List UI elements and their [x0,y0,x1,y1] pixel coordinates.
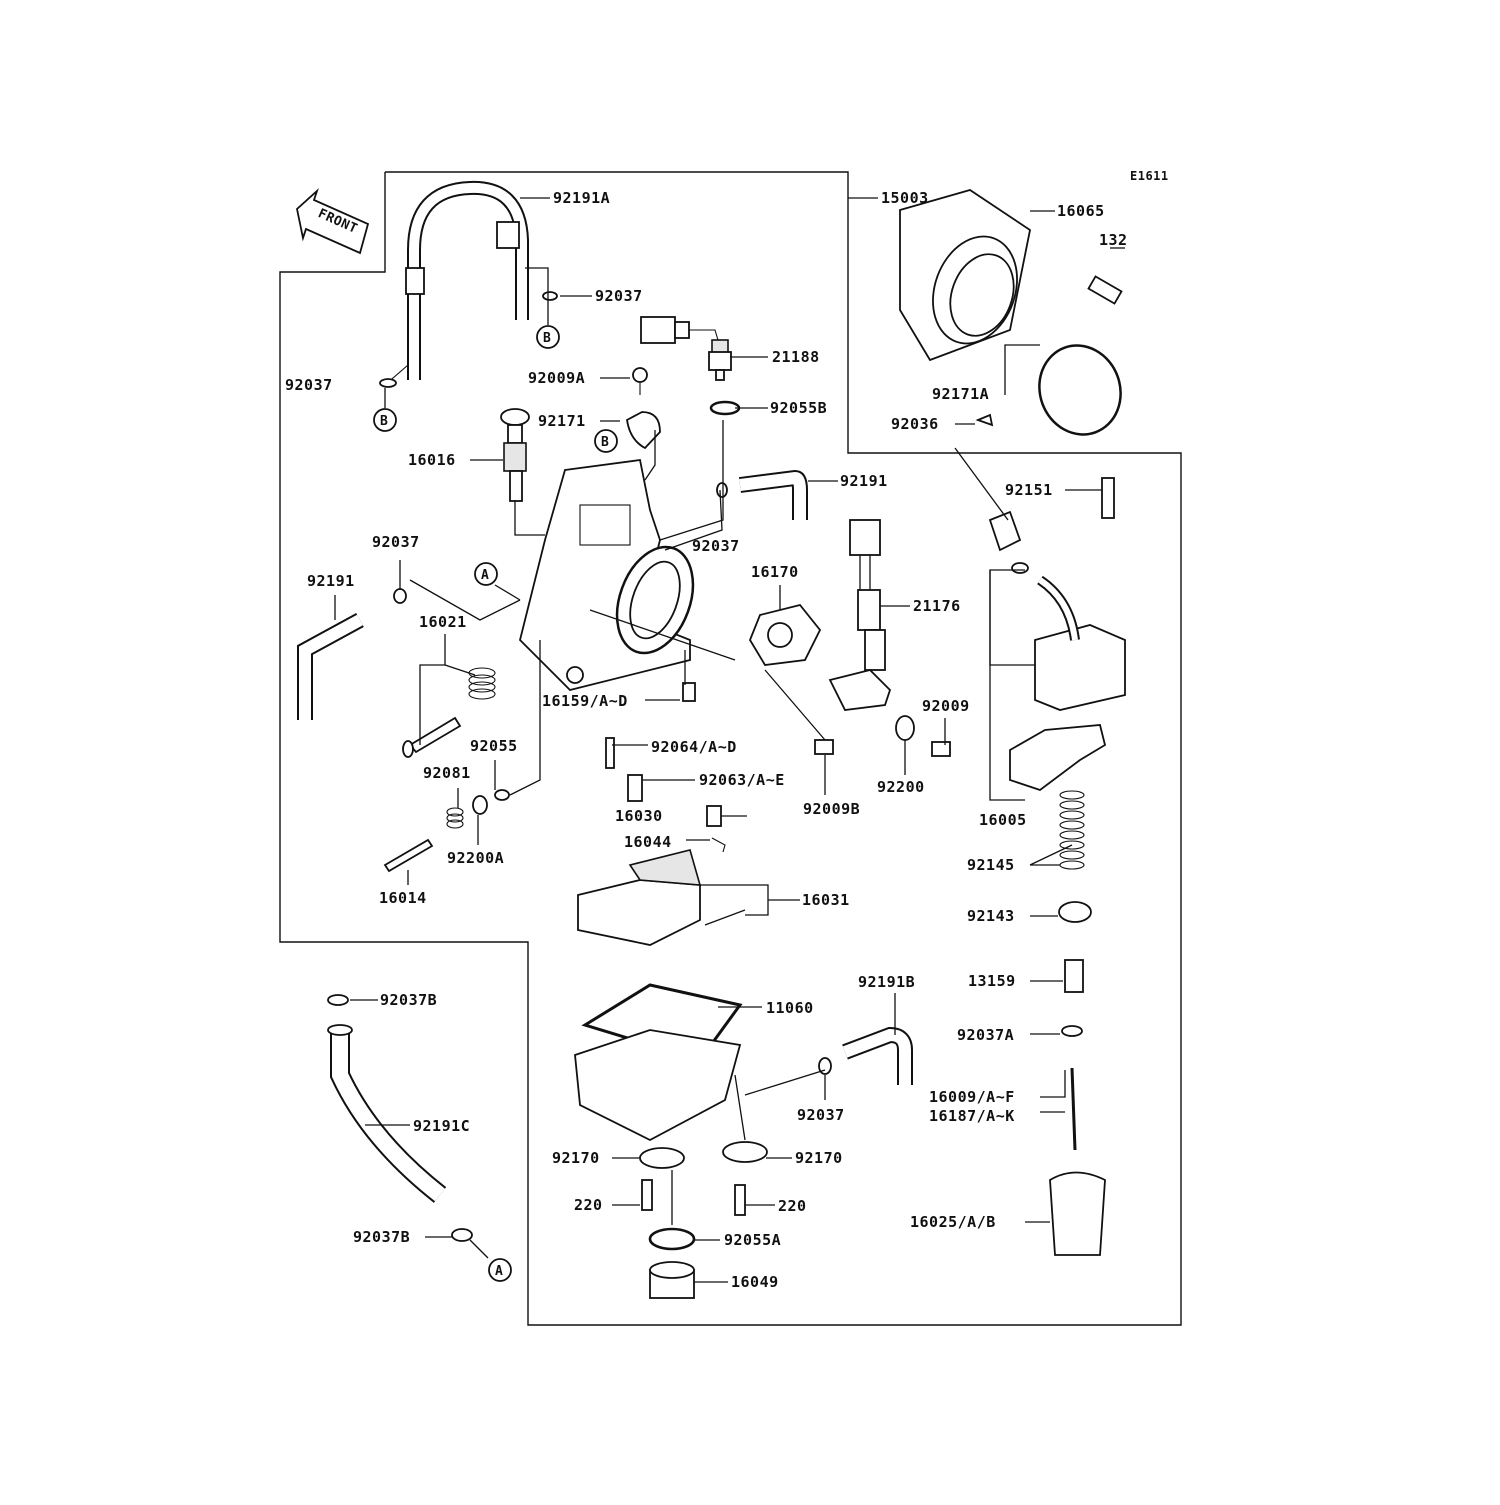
callout-16025: 16025/A/B [910,1213,996,1231]
callout-92191a: 92191A [553,189,610,207]
callout-92063: 92063/A~E [699,771,785,789]
callout-92064: 92064/A~D [651,738,737,756]
callout-16016: 16016 [408,451,456,469]
callout-92055a: 92055A [724,1231,781,1249]
callout-92037-c: 92037 [372,533,420,551]
callout-16065: 16065 [1057,202,1105,220]
callout-16005: 16005 [979,811,1027,829]
ref-marker-b-2: B [373,408,397,432]
callout-92081: 92081 [423,764,471,782]
callout-220-b: 220 [778,1197,807,1215]
ref-marker-b-3: B [594,429,618,453]
callout-16049: 16049 [731,1273,779,1291]
callout-220-a: 220 [574,1196,603,1214]
callout-92191c: 92191C [413,1117,470,1135]
callout-92009: 92009 [922,697,970,715]
callout-16030: 16030 [615,807,663,825]
callout-92200: 92200 [877,778,925,796]
leader-lines [334,197,1125,1283]
callout-92037b-b: 92037B [353,1228,410,1246]
svg-text:B: B [543,331,551,346]
callout-92191b: 92191B [858,973,915,991]
callout-16187: 16187/A~K [929,1107,1015,1125]
callout-16009: 16009/A~F [929,1088,1015,1106]
callout-15003: 15003 [881,189,929,207]
svg-text:B: B [601,435,609,450]
callout-132: 132 [1099,231,1128,249]
callout-92037b-a: 92037B [380,991,437,1009]
ref-marker-b-1: B [536,325,560,349]
callout-16044: 16044 [624,833,672,851]
callout-92055: 92055 [470,737,518,755]
callout-16170: 16170 [751,563,799,581]
callout-92170-a: 92170 [552,1149,600,1167]
svg-text:A: A [495,1264,503,1279]
diagram-code: E1611 [1130,169,1169,183]
callout-92037-e: 92037 [797,1106,845,1124]
front-arrow-icon: FRONT [296,188,370,255]
callout-16014: 16014 [379,889,427,907]
callout-16159: 16159/A~D [542,692,628,710]
callout-92200a: 92200A [447,849,504,867]
callout-21176: 21176 [913,597,961,615]
svg-text:A: A [481,568,489,583]
callout-92191-a: 92191 [840,472,888,490]
callout-92037-d: 92037 [692,537,740,555]
diagram-frame [279,171,1182,1326]
callout-11060: 11060 [766,999,814,1017]
callout-92037-b: 92037 [285,376,333,394]
callout-labels: 92191A 15003 16065 132 92037 21188 92037… [285,189,1128,1291]
callout-92036: 92036 [891,415,939,433]
callout-92170-b: 92170 [795,1149,843,1167]
callout-92143: 92143 [967,907,1015,925]
callout-92009b: 92009B [803,800,860,818]
callout-92037a: 92037A [957,1026,1014,1044]
callout-92171: 92171 [538,412,586,430]
callout-13159: 13159 [968,972,1016,990]
callout-92037-a: 92037 [595,287,643,305]
callout-92151: 92151 [1005,481,1053,499]
svg-text:B: B [380,414,388,429]
callout-16031: 16031 [802,891,850,909]
callout-92191-b: 92191 [307,572,355,590]
callout-92055b: 92055B [770,399,827,417]
callout-92009a: 92009A [528,369,585,387]
callout-92145: 92145 [967,856,1015,874]
callout-16021: 16021 [419,613,467,631]
ref-marker-a-1: A [474,562,498,586]
callout-21188: 21188 [772,348,820,366]
ref-marker-a-2: A [488,1258,512,1282]
callout-92171a: 92171A [932,385,989,403]
